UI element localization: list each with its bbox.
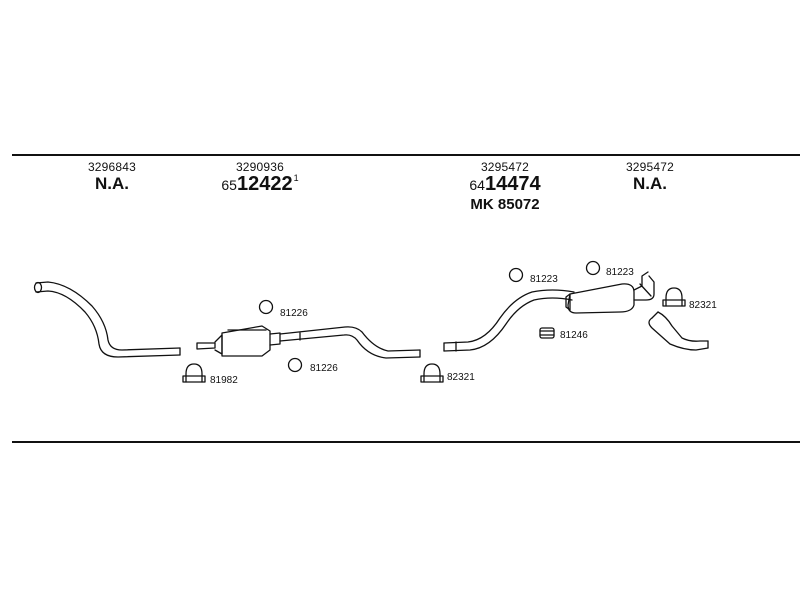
clamp-icon: [662, 287, 686, 307]
seal-ring-icon: [258, 299, 274, 315]
code-main: 14474: [484, 173, 541, 195]
header-front-pipe: 3296843 N.A.: [72, 160, 152, 194]
header-middle-silencer: 3290936 65124221: [210, 160, 310, 196]
header-rear-silencer: 3295472 6414474 MK 85072: [450, 160, 560, 213]
status-text: N.A.: [95, 174, 129, 193]
clamp-icon: [182, 363, 206, 383]
ring-label: 81226: [310, 363, 338, 374]
seal-ring-icon: [585, 260, 601, 276]
mk-code: MK 85072: [470, 196, 540, 213]
ring-label: 81226: [280, 308, 308, 319]
rubber-mount-icon: [539, 327, 555, 339]
clamp-label: 82321: [447, 372, 475, 383]
code-prefix: 64: [469, 177, 485, 193]
code-suffix: 1: [293, 173, 299, 183]
seal-ring-icon: [508, 267, 524, 283]
part-number: 3295472: [625, 160, 675, 174]
seal-ring-icon: [287, 357, 303, 373]
front-pipe: [33, 281, 181, 358]
ring-label: 81223: [606, 267, 634, 278]
part-number: 3290936: [235, 160, 285, 174]
tail-pipe: [648, 311, 709, 351]
top-divider: [12, 154, 800, 156]
part-number: 3295472: [480, 160, 530, 174]
status-text: N.A.: [633, 174, 667, 193]
clamp-label: 82321: [689, 300, 717, 311]
middle-silencer: [196, 325, 421, 359]
bottom-divider: [12, 441, 800, 443]
code-prefix: 65: [221, 177, 237, 193]
product-code: 6414474: [450, 173, 560, 196]
product-code: 65124221: [210, 173, 310, 196]
part-number: 3296843: [87, 160, 137, 174]
rear-pipe: [443, 289, 575, 352]
code-main: 12422: [236, 173, 293, 195]
clamp-icon: [420, 363, 444, 383]
clamp-label: 81982: [210, 375, 238, 386]
rear-silencer: [565, 271, 655, 314]
header-tail-pipe: 3295472 N.A.: [610, 160, 690, 194]
ring-label: 81223: [530, 274, 558, 285]
mount-label: 81246: [560, 330, 588, 341]
